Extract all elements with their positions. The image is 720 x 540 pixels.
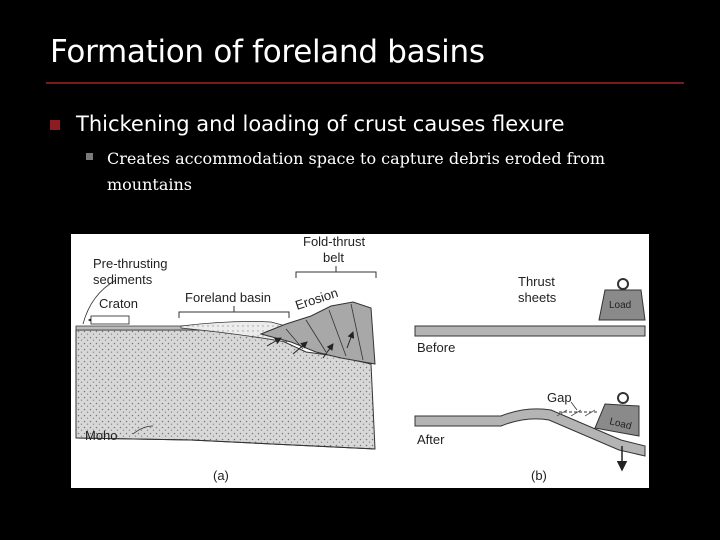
label-after: After — [417, 432, 445, 447]
square-bullet-icon — [86, 153, 93, 160]
caption-b: (b) — [531, 468, 547, 483]
label-foreland-basin: Foreland basin — [185, 290, 271, 305]
label-pre-thrusting: Pre-thrusting — [93, 256, 167, 271]
caption-a: (a) — [213, 468, 229, 483]
title-divider — [46, 82, 684, 84]
load-weight-icon — [598, 278, 646, 321]
slide-title: Formation of foreland basins — [50, 34, 485, 70]
panel-a-diagram — [75, 266, 377, 450]
label-gap: Gap — [547, 390, 572, 405]
square-bullet-icon — [50, 120, 60, 130]
load-weight-icon — [594, 392, 640, 437]
bullet-level-1: Thickening and loading of crust causes f… — [50, 112, 565, 136]
bullet-level-1-text: Thickening and loading of crust causes f… — [76, 112, 565, 136]
bullet-level-2-text: Creates accommodation space to capture d… — [107, 149, 606, 194]
label-sediments: sediments — [93, 272, 153, 287]
bullet-level-2: Creates accommodation space to capture d… — [86, 146, 686, 198]
label-thrust: Thrust — [518, 274, 555, 289]
label-moho: Moho — [85, 428, 118, 443]
label-before: Before — [417, 340, 455, 355]
label-belt: belt — [323, 250, 344, 265]
foreland-basin-figure: Pre-thrusting sediments Craton Foreland … — [71, 234, 649, 488]
panel-b-diagram — [414, 278, 646, 472]
label-sheets: sheets — [518, 290, 557, 305]
label-load: Load — [609, 300, 631, 311]
label-craton: Craton — [99, 296, 138, 311]
label-load-2: Load — [608, 416, 632, 432]
label-fold-thrust: Fold-thrust — [303, 234, 366, 249]
figure-svg: Pre-thrusting sediments Craton Foreland … — [75, 234, 646, 483]
